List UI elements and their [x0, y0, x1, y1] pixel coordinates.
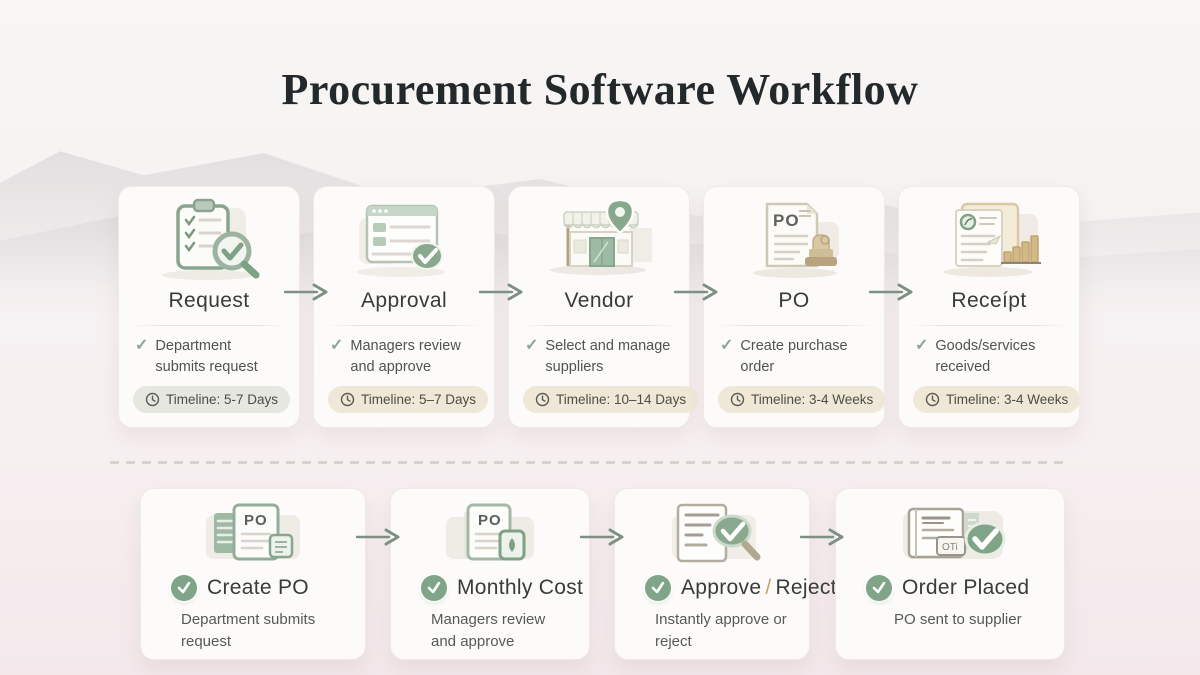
timeline-badge: Timeline: 5-7 Days [133, 386, 291, 413]
step-title: Approval [360, 289, 448, 312]
svg-text:PO: PO [478, 512, 502, 529]
step-title: PO [778, 289, 810, 312]
svg-text:PO: PO [773, 211, 800, 230]
timeline-badge: Timeline: 10–14 Days [523, 386, 699, 413]
po-document-stamp-icon: PO [704, 187, 884, 287]
check-circle-icon [171, 575, 197, 601]
step-description: Department submits request [181, 611, 316, 650]
step-description: Department submits request [155, 338, 258, 375]
check-icon: ✓ [720, 337, 734, 354]
step-card-receipt: Receípt ✓ Goods/services received Timeli… [898, 186, 1081, 428]
arrow-right-icon [673, 283, 718, 301]
step-title: Monthly Cost [457, 576, 584, 599]
timeline-badge: Timeline: 3-4 Weeks [913, 386, 1081, 413]
divider [909, 325, 1069, 326]
window-checkmark-icon [314, 187, 494, 287]
clock-icon [535, 392, 550, 407]
step-title: Order Placed [902, 576, 1030, 599]
document-magnifier-check-icon [615, 489, 809, 573]
slash-separator: / [765, 576, 772, 599]
divider [129, 325, 289, 326]
step-description: Managers review and approve [350, 338, 461, 375]
step-description: Goods/services received [935, 338, 1036, 375]
step-card-request: Request ✓ Department submits request Tim… [118, 186, 300, 428]
step-description: PO sent to supplier [894, 611, 1022, 628]
timeline-text: Timeline: 3-4 Weeks [946, 392, 1069, 407]
arrow-right-icon [868, 283, 913, 301]
po-document-tablet-icon: PO [391, 489, 589, 573]
step-card-create-po: PO Create PO Department submits request [140, 488, 366, 660]
clock-icon [925, 392, 940, 407]
svg-text:PO: PO [244, 512, 268, 529]
arrow-right-icon [799, 528, 844, 546]
document-tag-check-icon: OTi [836, 489, 1064, 573]
timeline-text: Timeline: 10–14 Days [556, 392, 687, 407]
storefront-location-pin-icon [509, 187, 689, 287]
receipt-bar-chart-icon [899, 187, 1079, 287]
check-icon: ✓ [330, 337, 344, 354]
step-description: Select and manage suppliers [545, 338, 671, 375]
step-card-approval: Approval ✓ Managers review and approve T… [313, 186, 495, 428]
divider [324, 325, 484, 326]
po-document-copy-icon: PO [141, 489, 365, 573]
check-icon: ✓ [915, 337, 929, 354]
step-title: Request [168, 289, 250, 312]
clock-icon [730, 392, 745, 407]
timeline-badge: Timeline: 3-4 Weeks [718, 386, 886, 413]
step-description: Create purchase order [740, 338, 848, 375]
divider [519, 325, 679, 326]
step-card-approve-reject: Approve/Reject Instantly approve or reje… [614, 488, 836, 660]
check-icon: ✓ [525, 337, 539, 354]
check-icon: ✓ [135, 337, 149, 354]
divider [714, 325, 874, 326]
clock-icon [340, 392, 355, 407]
timeline-text: Timeline: 3-4 Weeks [751, 392, 874, 407]
dashed-divider [110, 461, 1063, 464]
step-description: Instantly approve or reject [655, 611, 787, 650]
step-card-order-placed: OTi Order Placed PO sent to supplier [835, 488, 1065, 660]
step-title: Receípt [951, 289, 1027, 312]
step-card-monthly-cost: PO Monthly Cost Managers review and appr… [390, 488, 590, 660]
check-circle-icon [866, 575, 892, 601]
arrow-right-icon [478, 283, 523, 301]
step-title: Approve/Reject [681, 576, 837, 599]
arrow-right-icon [579, 528, 624, 546]
step-title: Vendor [564, 289, 634, 312]
clock-icon [145, 392, 160, 407]
svg-text:OTi: OTi [942, 542, 958, 553]
clipboard-checklist-magnifier-icon [119, 187, 299, 287]
step-card-vendor: Vendor ✓ Select and manage suppliers Tim… [508, 186, 699, 428]
step-description: Managers review and approve [431, 611, 546, 650]
page-title: Procurement Software Workflow [281, 65, 919, 114]
check-circle-icon [421, 575, 447, 601]
step-card-po: PO PO ✓ Create purchase order [703, 186, 886, 428]
step-title: Create PO [207, 576, 309, 599]
arrow-right-icon [355, 528, 400, 546]
timeline-text: Timeline: 5–7 Days [361, 392, 477, 407]
timeline-badge: Timeline: 5–7 Days [328, 386, 489, 413]
timeline-text: Timeline: 5-7 Days [166, 392, 279, 407]
arrow-right-icon [283, 283, 328, 301]
check-circle-icon [645, 575, 671, 601]
